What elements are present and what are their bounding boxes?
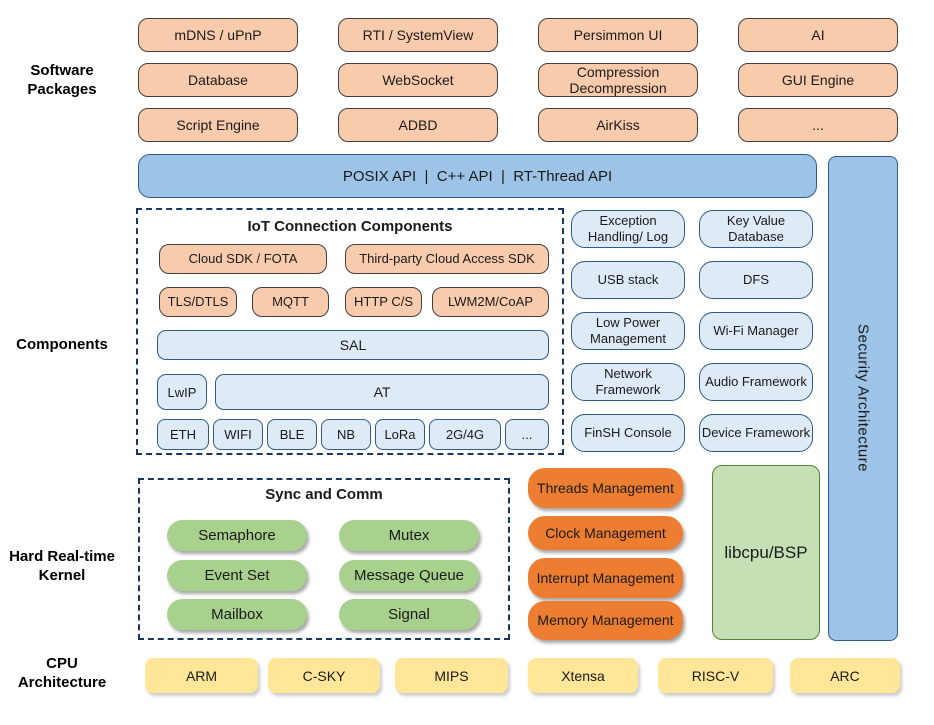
lora-box: LoRa <box>375 419 425 450</box>
component-services-grid: Exception Handling/ Log Key Value Databa… <box>571 210 813 452</box>
message-queue-pill: Message Queue <box>339 560 479 591</box>
package-adbd: ADBD <box>338 108 498 142</box>
software-packages-grid: mDNS / uPnP RTI / SystemView Persimmon U… <box>138 18 898 142</box>
api-bar: POSIX API | C++ API | RT-Thread API <box>138 154 817 198</box>
clock-management-pill: Clock Management <box>528 516 683 550</box>
threads-management-pill: Threads Management <box>528 468 683 508</box>
libcpu-bsp-box: libcpu/BSP <box>712 465 820 640</box>
cpu-arm-box: ARM <box>145 658 258 693</box>
package-gui-engine: GUI Engine <box>738 63 898 97</box>
cpu-architecture-label: CPU Architecture <box>17 655 107 691</box>
signal-pill: Signal <box>339 599 479 630</box>
more-links-box: ... <box>505 419 549 450</box>
semaphore-pill: Semaphore <box>167 520 307 551</box>
package-script-engine: Script Engine <box>138 108 298 142</box>
key-value-database-box: Key Value Database <box>699 210 813 248</box>
nb-box: NB <box>321 419 371 450</box>
package-compression: Compression Decompression <box>538 63 698 97</box>
package-database: Database <box>138 63 298 97</box>
third-party-cloud-sdk-box: Third-party Cloud Access SDK <box>345 244 549 274</box>
exception-handling-log-box: Exception Handling/ Log <box>571 210 685 248</box>
cpu-xtensa-box: Xtensa <box>528 658 638 693</box>
network-framework-box: Network Framework <box>571 363 685 401</box>
iot-connection-components-box: IoT Connection Components Cloud SDK / FO… <box>136 208 564 455</box>
memory-management-pill: Memory Management <box>528 601 683 640</box>
http-cs-box: HTTP C/S <box>345 287 422 317</box>
package-airkiss: AirKiss <box>538 108 698 142</box>
sync-and-comm-title: Sync and Comm <box>265 486 383 503</box>
software-packages-label: Software Packages <box>27 62 97 98</box>
at-box: AT <box>215 374 549 410</box>
mutex-pill: Mutex <box>339 520 479 551</box>
security-architecture-bar: Security Architecture <box>828 156 898 641</box>
package-mdns-upnp: mDNS / uPnP <box>138 18 298 52</box>
lwm2m-coap-box: LWM2M/CoAP <box>432 287 549 317</box>
kernel-label: Hard Real-time Kernel <box>9 548 115 584</box>
finsh-console-box: FinSH Console <box>571 414 685 452</box>
cpu-arc-box: ARC <box>790 658 900 693</box>
dfs-box: DFS <box>699 261 813 299</box>
iot-connection-components-title: IoT Connection Components <box>247 218 453 235</box>
2g4g-box: 2G/4G <box>429 419 501 450</box>
mailbox-pill: Mailbox <box>167 599 307 630</box>
sal-box: SAL <box>157 330 549 360</box>
audio-framework-box: Audio Framework <box>699 363 813 401</box>
package-websocket: WebSocket <box>338 63 498 97</box>
interrupt-management-pill: Interrupt Management <box>528 558 683 598</box>
cpu-mips-box: MIPS <box>395 658 508 693</box>
event-set-pill: Event Set <box>167 560 307 591</box>
tls-dtls-box: TLS/DTLS <box>159 287 237 317</box>
lwip-box: LwIP <box>157 374 207 410</box>
ble-box: BLE <box>267 419 317 450</box>
wifi-box: WIFI <box>213 419 263 450</box>
sync-and-comm-box: Sync and Comm Semaphore Mutex Event Set … <box>138 478 510 640</box>
package-persimmon-ui: Persimmon UI <box>538 18 698 52</box>
package-more: ... <box>738 108 898 142</box>
link-layer-row: ETH WIFI BLE NB LoRa 2G/4G ... <box>157 419 549 450</box>
mqtt-box: MQTT <box>252 287 329 317</box>
cloud-sdk-fota-box: Cloud SDK / FOTA <box>159 244 327 274</box>
components-label: Components <box>16 336 108 353</box>
usb-stack-box: USB stack <box>571 261 685 299</box>
package-rti-systemview: RTI / SystemView <box>338 18 498 52</box>
cpu-riscv-box: RISC-V <box>658 658 773 693</box>
eth-box: ETH <box>157 419 209 450</box>
device-framework-box: Device Framework <box>699 414 813 452</box>
package-ai: AI <box>738 18 898 52</box>
low-power-management-box: Low Power Management <box>571 312 685 350</box>
wifi-manager-box: Wi-Fi Manager <box>699 312 813 350</box>
cpu-csky-box: C-SKY <box>268 658 380 693</box>
